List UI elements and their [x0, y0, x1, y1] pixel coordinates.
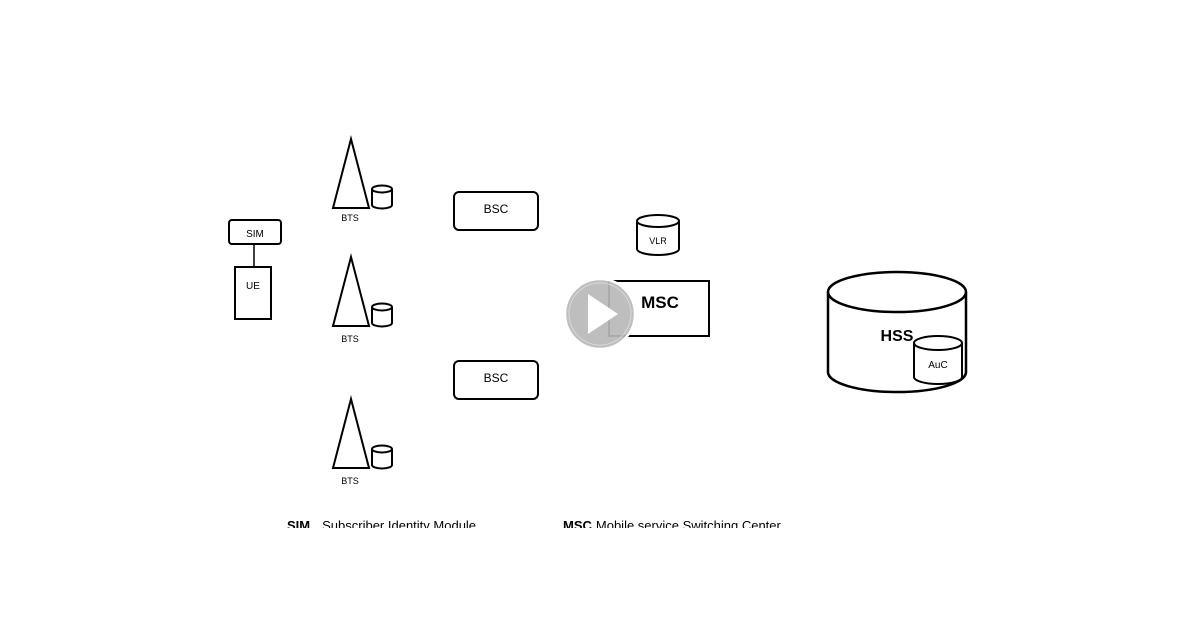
bts-tower: BTS	[331, 135, 393, 223]
sim-label: SIM	[246, 229, 264, 240]
bts-label: BTS	[341, 334, 359, 344]
play-button[interactable]	[563, 277, 637, 351]
legend-abbr: MSC	[563, 518, 592, 529]
bsc-node: BSC	[453, 360, 539, 400]
auc-label: AuC	[928, 360, 947, 371]
legend-text: Mobile service Switching Center	[595, 518, 781, 529]
legend-item-sim: SIM Subscriber Identity Module	[287, 518, 477, 529]
legend-abbr: SIM	[287, 518, 311, 529]
msc-label: MSC	[641, 293, 679, 312]
bts-tower: BTS	[331, 253, 393, 344]
bsc-node: BSC	[453, 191, 539, 231]
legend-text: Subscriber Identity Module	[322, 518, 477, 529]
vlr-database: VLR	[636, 214, 680, 256]
sim-node: SIM	[228, 219, 282, 245]
ue-label: UE	[246, 281, 260, 292]
bts-label: BTS	[341, 476, 359, 486]
bts-tower: BTS	[331, 395, 393, 486]
play-icon	[588, 294, 618, 334]
auc-database: AuC	[913, 335, 963, 385]
bsc-label: BSC	[484, 371, 509, 385]
bts-label: BTS	[341, 213, 359, 223]
hss-label: HSS	[881, 328, 914, 345]
bsc-label: BSC	[484, 202, 509, 216]
vlr-label: VLR	[649, 236, 667, 246]
ue-node: UE	[234, 266, 272, 320]
